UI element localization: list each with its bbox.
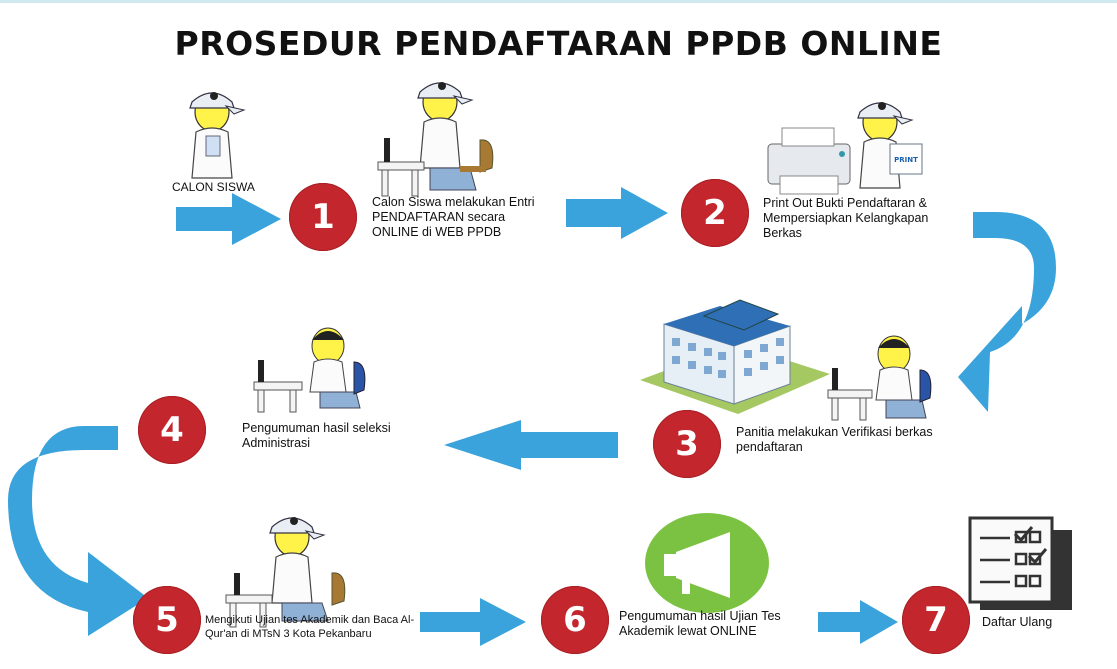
arrow-step6-to-step7 bbox=[818, 600, 898, 644]
step-1-badge: 1 bbox=[289, 183, 357, 251]
print-label: PRINT bbox=[894, 156, 918, 164]
step-7-badge: 7 bbox=[902, 586, 970, 654]
staff-computer-illustration-step4 bbox=[253, 327, 366, 413]
arrows bbox=[8, 187, 1056, 646]
step-2-text: Print Out Bukti Pendaftaran & Mempersiap… bbox=[763, 196, 929, 240]
step-6-badge: 6 bbox=[541, 586, 609, 654]
arrow-step5-to-step6 bbox=[420, 598, 526, 646]
step-7-text: Daftar Ulang bbox=[982, 615, 1053, 629]
arrow-step1-to-step2 bbox=[566, 187, 668, 239]
step-5-badge: 5 bbox=[133, 586, 201, 654]
staff-computer-illustration-step3 bbox=[827, 335, 932, 421]
step-3-text: Panitia melakukan Verifikasi berkas pend… bbox=[736, 425, 933, 454]
printer-illustration bbox=[767, 127, 851, 195]
school-building-illustration bbox=[640, 299, 830, 414]
student-exam-illustration bbox=[225, 516, 346, 628]
step-4-badge: 4 bbox=[138, 396, 206, 464]
step-1-text: Calon Siswa melakukan Entri PENDAFTARAN … bbox=[372, 195, 535, 239]
arrow-to-step1 bbox=[176, 193, 281, 245]
student-computer-illustration bbox=[377, 81, 494, 197]
step-6-text: Pengumuman hasil Ujian Tes Akademik lewa… bbox=[619, 609, 781, 638]
student-print-illustration: PRINT bbox=[857, 101, 923, 189]
checklist-icon bbox=[968, 516, 1072, 610]
step-5-text: Mengikuti Ujian tes Akademik dan Baca Al… bbox=[205, 614, 415, 640]
arrow-step4-to-step5 bbox=[8, 426, 148, 636]
megaphone-icon bbox=[645, 513, 769, 613]
step-3-badge: 3 bbox=[653, 410, 721, 478]
step-4-text: Pengumuman hasil seleksi Administrasi bbox=[242, 421, 391, 450]
start-label: CALON SISWA bbox=[172, 180, 255, 194]
arrow-step3-to-step4 bbox=[444, 420, 618, 470]
step-2-badge: 2 bbox=[681, 179, 749, 247]
page-title: PROSEDUR PENDAFTARAN PPDB ONLINE bbox=[174, 24, 943, 63]
arrow-step2-to-step3 bbox=[958, 212, 1056, 412]
top-border bbox=[0, 0, 1117, 3]
student-standing-illustration bbox=[189, 91, 245, 179]
